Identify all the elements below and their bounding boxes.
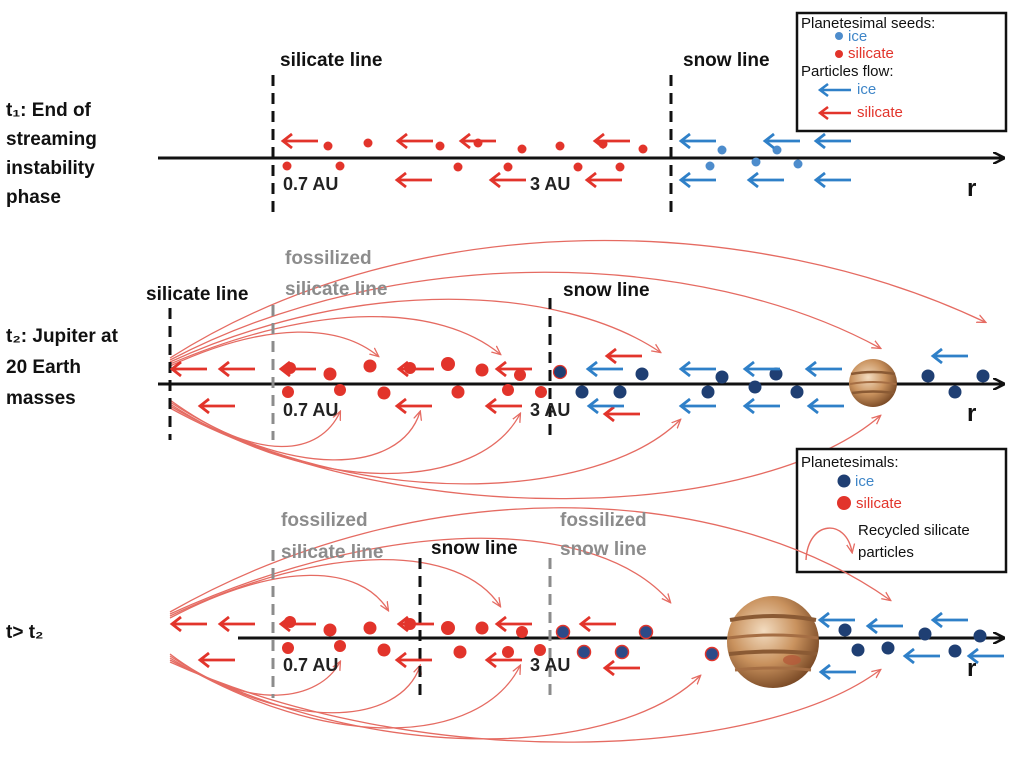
legend-ice-seed-dot: [835, 32, 843, 40]
legend-seed-ice-label: ice: [848, 28, 867, 45]
row-2-title-line-2: 20 Earth: [6, 357, 81, 378]
row-1-title-line-1: t₁: End of: [6, 100, 92, 121]
row-3-fossil-snow-label-line-1: fossilized: [560, 510, 647, 531]
row-3-tick-0-7au: 0.7 AU: [283, 655, 338, 675]
row-2-fossil-silicate-label-line-2: silicate line: [285, 279, 387, 300]
row-2-fossil-silicate-label-line-1: fossilized: [285, 248, 372, 269]
row-2-ice-flow-arrows: [585, 347, 968, 415]
legend-seeds-title: Planetesimal seeds:: [801, 15, 935, 32]
row-2-jupiter: [849, 359, 897, 407]
row-3-recycled-arcs-upper: [169, 507, 890, 619]
legend-planetesimals-title: Planetesimals:: [801, 454, 899, 471]
row-3-fossil-snow-label-line-2: snow line: [560, 539, 647, 560]
row-1-tick-3au: 3 AU: [530, 174, 570, 194]
legend-silicate-planetesimal-dot: [837, 496, 851, 510]
row-2-recycled-arcs-lower: [169, 399, 880, 500]
row-2-silicate-line-label: silicate line: [146, 284, 248, 305]
legend-silicate-flow-arrow: [817, 106, 851, 120]
row-3-axis-label: r: [967, 655, 976, 682]
row-1-snow-line-label: snow line: [683, 50, 770, 71]
row-2-recycled-arcs-upper: [169, 239, 985, 367]
row-2-silicate-planetesimals: [282, 357, 547, 400]
row-1-silicate-flow-arrows: [280, 132, 630, 189]
row-3-ice-planetesimals: [838, 623, 987, 658]
legend-flow-title: Particles flow:: [801, 63, 894, 80]
legend-recycled-arc-icon: [805, 527, 852, 561]
legend-planetesimals: Planetesimals: ice silicate Recycled sil…: [795, 447, 1008, 574]
row-1-axis-label: r: [967, 175, 976, 202]
legend-planetesimal-silicate-label: silicate: [856, 495, 902, 512]
legend-planetesimal-ice-label: ice: [855, 473, 874, 490]
row-3-ice-flow-arrows: [817, 611, 1004, 681]
row-1-ice-flow-arrows: [678, 132, 851, 189]
row-2-snow-line-label: snow line: [563, 280, 650, 301]
row-1-title-line-4: phase: [6, 187, 61, 208]
row-2-silicate-flow-arrows: [169, 347, 642, 423]
legend-recycled-label-line-2: particles: [858, 544, 914, 561]
legend-ice-flow-arrow: [817, 83, 851, 97]
row-3-fossil-silicate-label-line-1: fossilized: [281, 510, 368, 531]
legend-ice-planetesimal-dot: [837, 474, 851, 488]
legend-flow-ice-label: ice: [857, 81, 876, 98]
row-2-title-line-3: masses: [6, 388, 76, 409]
row-1-title-line-2: streaming: [6, 129, 97, 150]
row-1-ice-seeds: [705, 145, 803, 171]
legend-silicate-seed-dot: [835, 50, 843, 58]
row-2-title-line-1: t₂: Jupiter at: [6, 326, 119, 347]
row-1: t₁: End of streaming instability phase r…: [6, 50, 1003, 218]
row-3-silicate-planetesimals: [282, 616, 546, 659]
row-2: t₂: Jupiter at 20 Earth masses r silicat…: [6, 239, 1003, 500]
legend-flow-silicate-label: silicate: [857, 104, 903, 121]
row-1-silicate-line-label: silicate line: [280, 50, 382, 71]
row-3-snow-line-label: snow line: [431, 538, 518, 559]
legend-seeds-flow: Planetesimal seeds: ice silicate Particl…: [795, 11, 1008, 133]
row-1-tick-0-7au: 0.7 AU: [283, 174, 338, 194]
row-3-title: t> t₂: [6, 622, 43, 643]
legend-recycled-label-line-1: Recycled silicate: [858, 522, 970, 539]
row-3-recycled-arcs-lower: [169, 653, 880, 743]
row-3-jupiter: [727, 596, 819, 688]
row-1-title-line-3: instability: [6, 158, 95, 179]
row-3-silicate-flow-arrows: [169, 615, 640, 677]
row-3-converted-planetesimals: [555, 624, 720, 662]
row-3-tick-3au: 3 AU: [530, 655, 570, 675]
legend-seed-silicate-label: silicate: [848, 45, 894, 62]
row-2-ice-planetesimals: [552, 364, 990, 399]
row-2-tick-0-7au: 0.7 AU: [283, 400, 338, 420]
row-2-tick-3au: 3 AU: [530, 400, 570, 420]
row-3-fossil-silicate-label-line-2: silicate line: [281, 542, 383, 563]
row-3: t> t₂ r fossilized silicate line snow li…: [6, 507, 1004, 743]
row-2-axis-label: r: [967, 400, 976, 427]
